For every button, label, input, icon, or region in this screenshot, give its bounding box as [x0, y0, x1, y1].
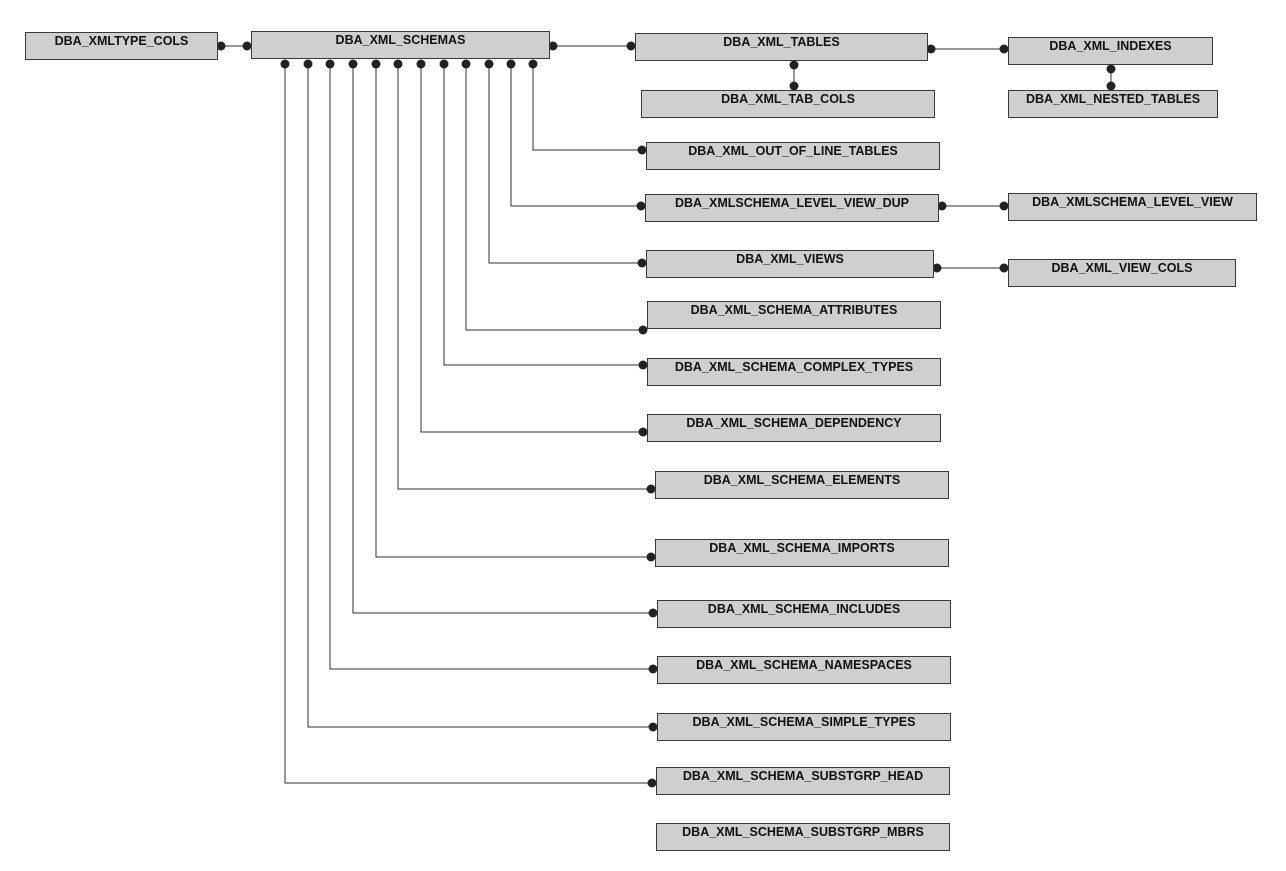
- relationship-xml-schemas-to-xml-views-start-dot: [484, 59, 494, 69]
- entity-dba-xml-nested-tables[interactable]: DBA_XML_NESTED_TABLES: [1008, 90, 1218, 118]
- relationship-xml-schemas-to-xml-out-of-line-tables-end-dot: [637, 145, 647, 155]
- entity-dba-xml-schema-elements[interactable]: DBA_XML_SCHEMA_ELEMENTS: [655, 471, 949, 499]
- relationship-xml-schemas-to-xml-schema-complex-types-line: [443, 64, 643, 366]
- entity-dba-xml-schema-substgrp-mbrs[interactable]: DBA_XML_SCHEMA_SUBSTGRP_MBRS: [656, 823, 950, 851]
- entity-dba-xml-tab-cols[interactable]: DBA_XML_TAB_COLS: [641, 90, 935, 118]
- relationship-xml-schemas-to-xml-schema-substgrp-head-line: [284, 64, 652, 784]
- relationship-xml-schemas-to-xml-schema-namespaces-start-dot: [325, 59, 335, 69]
- relationship-xml-schemas-to-xml-schema-includes-start-dot: [348, 59, 358, 69]
- relationship-xml-schemas-to-xml-schema-complex-types-start-dot: [439, 59, 449, 69]
- entity-dba-xml-schema-imports[interactable]: DBA_XML_SCHEMA_IMPORTS: [655, 539, 949, 567]
- relationship-xml-schemas-to-xml-schema-imports-start-dot: [371, 59, 381, 69]
- relationship-xml-schemas-to-xml-schema-imports-end-dot: [646, 552, 656, 562]
- relationship-xmlschema-level-view-dup-to-xmlschema-level-view-start-dot: [937, 201, 947, 211]
- relationship-xml-schemas-to-xml-schema-dependency-end-dot: [638, 427, 648, 437]
- relationship-xml-schemas-to-xml-schema-simple-types-end-dot: [648, 722, 658, 732]
- entity-dba-xml-view-cols[interactable]: DBA_XML_VIEW_COLS: [1008, 259, 1236, 287]
- relationship-xml-schemas-to-xml-schema-substgrp-head-start-dot: [280, 59, 290, 69]
- relationship-xml-tables-to-xml-tab-cols-end-dot: [789, 81, 799, 91]
- relationship-xml-schemas-to-xml-schema-substgrp-head-end-dot: [647, 778, 657, 788]
- relationship-xml-schemas-to-xml-schema-includes-end-dot: [648, 608, 658, 618]
- relationship-xml-indexes-to-xml-nested-tables-end-dot: [1106, 81, 1116, 91]
- relationship-xml-schemas-to-xml-tables-end-dot: [626, 41, 636, 51]
- entity-dba-xml-schema-dependency[interactable]: DBA_XML_SCHEMA_DEPENDENCY: [647, 414, 941, 442]
- relationship-xml-schemas-to-xml-out-of-line-tables-start-dot: [528, 59, 538, 69]
- entity-dba-xml-views[interactable]: DBA_XML_VIEWS: [646, 250, 934, 278]
- entity-dba-xml-tables[interactable]: DBA_XML_TABLES: [635, 33, 928, 61]
- entity-dba-xml-out-of-line-tables[interactable]: DBA_XML_OUT_OF_LINE_TABLES: [646, 142, 940, 170]
- relationship-xml-schemas-to-xmlschema-level-view-dup-end-dot: [636, 201, 646, 211]
- entity-dba-xml-indexes[interactable]: DBA_XML_INDEXES: [1008, 37, 1213, 65]
- relationship-xml-schemas-to-xml-schema-elements-end-dot: [646, 484, 656, 494]
- relationship-xml-schemas-to-xml-schema-namespaces-end-dot: [648, 664, 658, 674]
- relationship-xml-schemas-to-xml-schema-simple-types-line: [307, 64, 653, 728]
- relationship-xml-schemas-to-xml-schema-namespaces-line: [329, 64, 653, 670]
- relationship-xml-schemas-to-xml-schema-dependency-line: [420, 64, 643, 433]
- relationship-xml-views-to-xml-view-cols-start-dot: [932, 263, 942, 273]
- relationship-xml-schemas-to-xml-schema-includes-line: [352, 64, 653, 614]
- relationship-xml-schemas-to-xml-views-line: [488, 64, 642, 264]
- entity-dba-xmlschema-level-view-dup[interactable]: DBA_XMLSCHEMA_LEVEL_VIEW_DUP: [645, 194, 939, 222]
- relationship-xml-schemas-to-xmlschema-level-view-dup-line: [510, 64, 641, 207]
- entity-dba-xml-schema-includes[interactable]: DBA_XML_SCHEMA_INCLUDES: [657, 600, 951, 628]
- relationship-xml-schemas-to-xml-schema-attributes-line: [465, 64, 643, 331]
- relationship-xmlschema-level-view-dup-to-xmlschema-level-view-end-dot: [999, 201, 1009, 211]
- relationship-xml-indexes-to-xml-nested-tables-start-dot: [1106, 64, 1116, 74]
- relationship-xml-schemas-to-xml-schema-attributes-start-dot: [461, 59, 471, 69]
- entity-dba-xml-schema-attributes[interactable]: DBA_XML_SCHEMA_ATTRIBUTES: [647, 301, 941, 329]
- entity-dba-xml-schemas[interactable]: DBA_XML_SCHEMAS: [251, 31, 550, 59]
- entity-dba-xml-schema-substgrp-head[interactable]: DBA_XML_SCHEMA_SUBSTGRP_HEAD: [656, 767, 950, 795]
- relationship-xml-views-to-xml-view-cols-end-dot: [999, 263, 1009, 273]
- relationship-xml-schemas-to-xml-views-end-dot: [637, 258, 647, 268]
- entity-dba-xml-schema-namespaces[interactable]: DBA_XML_SCHEMA_NAMESPACES: [657, 656, 951, 684]
- relationship-xml-schemas-to-xml-schema-elements-start-dot: [393, 59, 403, 69]
- relationship-xml-schemas-to-xml-out-of-line-tables-line: [532, 64, 642, 151]
- relationship-xml-tables-to-xml-tab-cols-start-dot: [789, 60, 799, 70]
- entity-dba-xml-schema-simple-types[interactable]: DBA_XML_SCHEMA_SIMPLE_TYPES: [657, 713, 951, 741]
- relationship-xml-schemas-to-xml-schema-complex-types-end-dot: [638, 360, 648, 370]
- relationship-xml-schemas-to-xml-schema-imports-line: [375, 64, 651, 558]
- relationship-xmltype-cols-to-xml-schemas-start-dot: [216, 41, 226, 51]
- relationship-xml-schemas-to-xml-tables-start-dot: [548, 41, 558, 51]
- relationship-xml-tables-to-xml-indexes-start-dot: [926, 44, 936, 54]
- entity-dba-xml-schema-complex-types[interactable]: DBA_XML_SCHEMA_COMPLEX_TYPES: [647, 358, 941, 386]
- relationship-xml-schemas-to-xml-schema-elements-line: [397, 64, 651, 490]
- entity-dba-xmlschema-level-view[interactable]: DBA_XMLSCHEMA_LEVEL_VIEW: [1008, 193, 1257, 221]
- relationship-xml-schemas-to-xml-schema-attributes-end-dot: [638, 325, 648, 335]
- relationship-xml-schemas-to-xml-schema-simple-types-start-dot: [303, 59, 313, 69]
- relationship-xmltype-cols-to-xml-schemas-end-dot: [242, 41, 252, 51]
- entity-dba-xmltype-cols[interactable]: DBA_XMLTYPE_COLS: [25, 32, 218, 60]
- relationship-xml-schemas-to-xml-schema-dependency-start-dot: [416, 59, 426, 69]
- relationship-xml-tables-to-xml-indexes-end-dot: [999, 44, 1009, 54]
- relationship-xml-schemas-to-xmlschema-level-view-dup-start-dot: [506, 59, 516, 69]
